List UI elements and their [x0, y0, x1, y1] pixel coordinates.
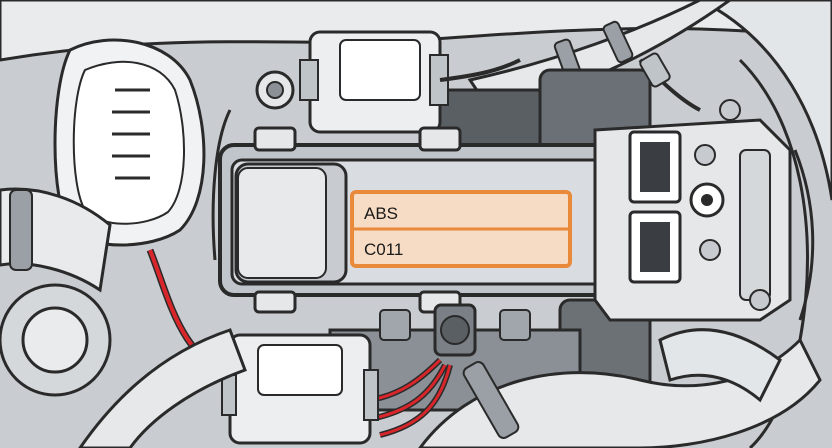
left-hose	[0, 187, 112, 293]
misc-cables	[211, 52, 815, 321]
lower-hoses	[78, 328, 822, 448]
right-bracket-assembly	[593, 99, 792, 322]
upper-electrical-connector	[299, 30, 521, 134]
abs-label: ABS C011	[350, 190, 572, 268]
label-line-code: C011	[364, 240, 403, 259]
fluid-reservoir	[53, 38, 206, 247]
pulley	[0, 283, 112, 397]
sensor	[255, 70, 295, 110]
label-line-abs: ABS	[364, 204, 398, 223]
lower-electrical-connector	[221, 333, 379, 445]
